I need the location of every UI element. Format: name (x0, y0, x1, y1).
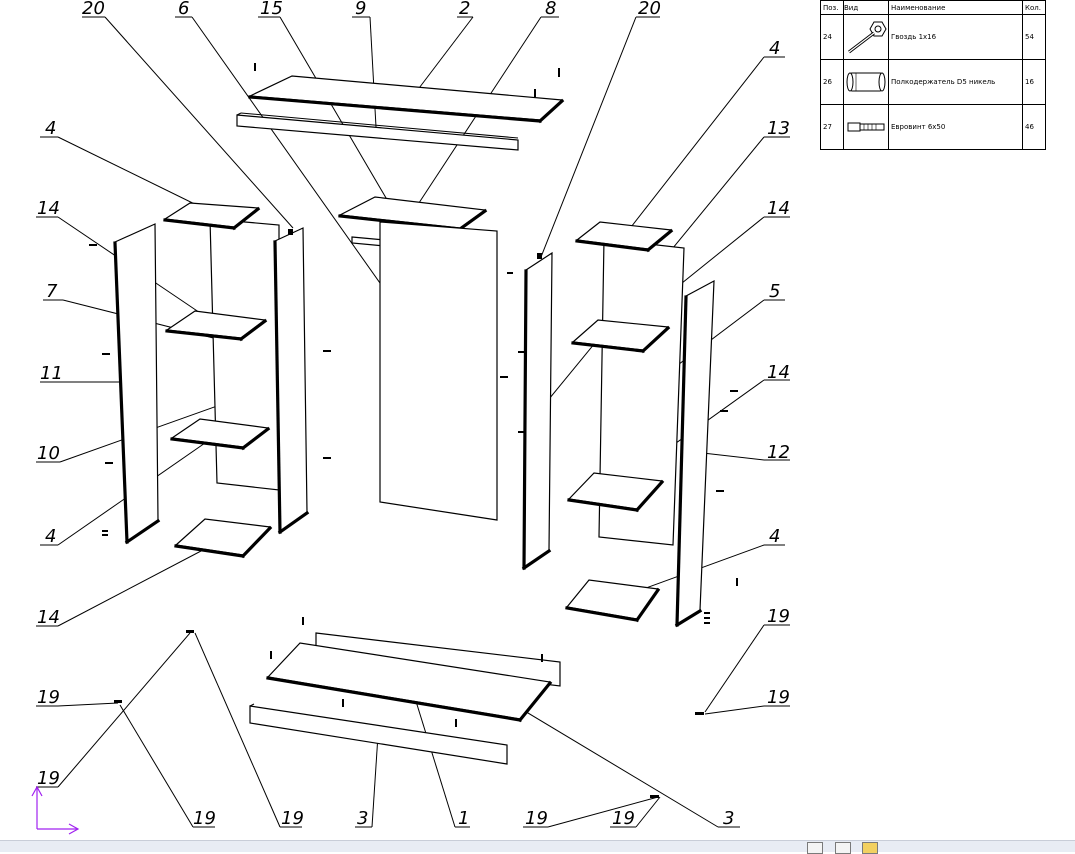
label-9: 9 (355, 0, 366, 19)
spec-table: Поз. Вид Наименование Кол. 24 Гвоздь 1х1… (820, 0, 1046, 150)
shelf-holder-icon (846, 72, 886, 92)
label-19-left-upper: 19 (37, 687, 60, 708)
label-19-right-lower: 19 (767, 687, 790, 708)
label-1: 1 (458, 808, 469, 829)
label-7: 7 (46, 281, 58, 302)
row-name: Гвоздь 1х16 (888, 14, 1023, 60)
label-2: 2 (459, 0, 470, 19)
axis-indicator-icon (31, 785, 80, 835)
table-row: 26 Полкодержатель D5 никель 16 (820, 59, 1046, 105)
label-10: 10 (37, 443, 60, 464)
label-13: 13 (767, 118, 790, 139)
status-bar (0, 840, 1075, 854)
label-14-right-middle: 14 (767, 362, 790, 383)
label-8: 8 (545, 0, 556, 19)
label-19-bottom-b: 19 (281, 808, 304, 829)
table-row: 24 Гвоздь 1х16 54 (820, 14, 1046, 60)
row-qty: 46 (1022, 104, 1046, 150)
row-pos: 26 (820, 59, 844, 105)
label-15: 15 (260, 0, 283, 19)
label-14-right-upper: 14 (767, 198, 790, 219)
label-11: 11 (40, 363, 63, 384)
row-qty: 16 (1022, 59, 1046, 105)
header-pos: Поз. (820, 0, 844, 15)
header-qty: Кол. (1022, 0, 1046, 15)
layers-icon[interactable] (835, 842, 851, 854)
label-19-bottom-d: 19 (612, 808, 635, 829)
label-19-left-lower: 19 (37, 768, 60, 789)
label-4-top-left: 4 (45, 118, 56, 139)
label-19-bottom-c: 19 (525, 808, 548, 829)
label-4-top-right: 4 (769, 38, 780, 59)
label-4-lower-right: 4 (769, 526, 780, 547)
nail-icon (848, 21, 887, 54)
label-20-left: 20 (82, 0, 105, 19)
label-5: 5 (769, 281, 780, 302)
edit-icon[interactable] (807, 842, 823, 854)
label-12: 12 (767, 442, 790, 463)
row-pos: 24 (820, 14, 844, 60)
label-4-lower-left: 4 (45, 526, 56, 547)
label-14-left-upper: 14 (37, 198, 60, 219)
row-pos: 27 (820, 104, 844, 150)
lock-icon[interactable] (862, 842, 878, 854)
label-19-right-upper: 19 (767, 606, 790, 627)
header-view: Вид (843, 0, 889, 15)
euroscrew-icon (847, 122, 885, 132)
row-name: Евровинт 6х50 (888, 104, 1023, 150)
row-qty: 54 (1022, 14, 1046, 60)
label-6: 6 (178, 0, 189, 19)
label-14-left-lower: 14 (37, 607, 60, 628)
row-name: Полкодержатель D5 никель (888, 59, 1023, 105)
label-3-front: 3 (357, 808, 368, 829)
label-3-back: 3 (723, 808, 734, 829)
label-19-bottom-a: 19 (193, 808, 216, 829)
table-row: 27 Евровинт 6х50 46 (820, 104, 1046, 150)
header-name: Наименование (888, 0, 1023, 15)
label-20-right: 20 (638, 0, 661, 19)
